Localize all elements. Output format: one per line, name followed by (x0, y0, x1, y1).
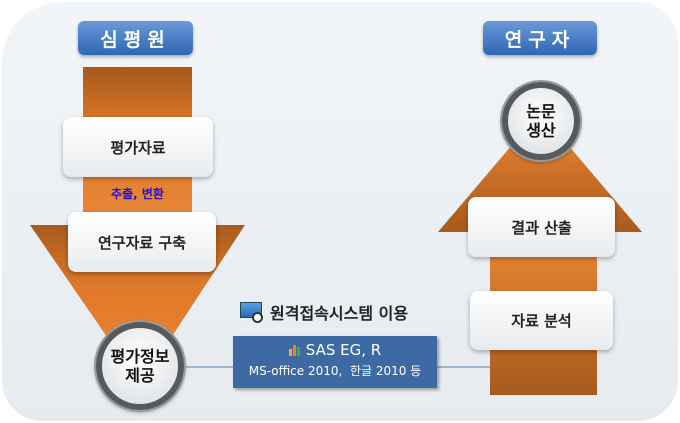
circle-line: 논문 (526, 101, 556, 121)
result-output-box: 결과 산출 (468, 197, 615, 257)
remote-access-title: 원격접속시스템 이용 (240, 300, 408, 324)
stats-tools-label: SAS EG, R (305, 341, 382, 359)
circle-line: 평가정보 (110, 346, 170, 366)
tools-line-1: SAS EG, R (233, 341, 437, 359)
extract-transform-label: 추출, 변환 (111, 187, 164, 201)
tools-box: SAS EG, R MS-office 2010, 한글 2010 등 (233, 336, 437, 388)
remote-access-label: 원격접속시스템 이용 (270, 304, 409, 323)
circle-line: 제공 (125, 366, 155, 385)
circle-line: 생산 (526, 121, 556, 140)
bar-chart-icon (288, 344, 300, 356)
research-data-build-box: 연구자료 구축 (68, 212, 216, 272)
office-tools-label: MS-office 2010, 한글 2010 등 (248, 364, 422, 378)
monitor-search-icon (240, 302, 264, 323)
researcher-header: 연구자 (483, 21, 597, 55)
data-analysis-box: 자료 분석 (470, 291, 613, 350)
evaluation-data-box: 평가자료 (63, 117, 213, 177)
reviewer-header: 심평원 (78, 21, 193, 55)
